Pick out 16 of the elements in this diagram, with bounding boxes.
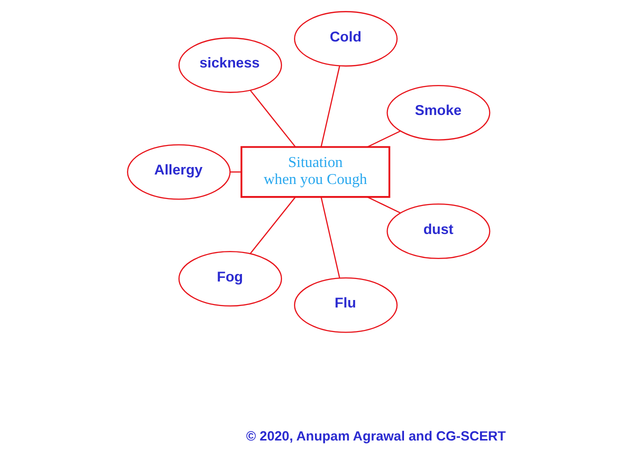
connector [366, 196, 400, 214]
connector [320, 196, 340, 278]
node-ellipse: Cold [293, 11, 398, 67]
node-box: Situation when you Cough [240, 146, 390, 198]
node-ellipse: Smoke [386, 84, 490, 140]
node-ellipse: Flu [293, 277, 398, 333]
connector [366, 130, 400, 148]
connector [230, 171, 241, 173]
node-ellipse: dust [386, 204, 490, 260]
node-ellipse: Fog [178, 251, 282, 307]
connector [249, 90, 296, 148]
node-ellipse: sickness [178, 37, 282, 93]
node-ellipse: Allergy [126, 144, 230, 200]
connector [249, 196, 296, 254]
connector [320, 66, 340, 148]
label: © 2020, Anupam Agrawal and CG-SCERT [246, 428, 506, 444]
